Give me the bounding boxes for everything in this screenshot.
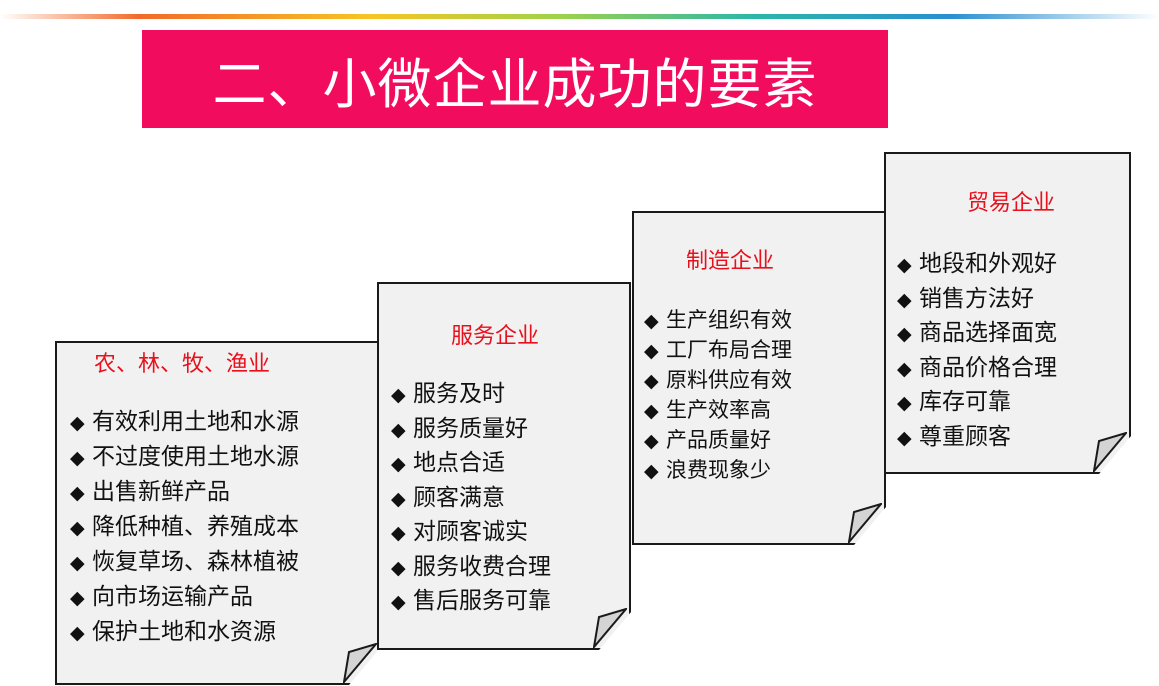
card-heading-manufacturing: 制造企业 — [686, 249, 775, 274]
card-agriculture — [55, 341, 381, 685]
list-item: ◆服务收费合理 — [391, 551, 551, 586]
list-item: ◆商品选择面宽 — [897, 317, 1057, 352]
card-manufacturing — [632, 211, 886, 545]
card-service — [377, 282, 631, 650]
list-item: ◆地点合适 — [391, 447, 551, 482]
list-item: ◆有效利用土地和水源 — [70, 405, 299, 440]
list-item: ◆不过度使用土地水源 — [70, 440, 299, 475]
title-banner: 二、小微企业成功的要素 — [142, 30, 888, 128]
list-item: ◆服务及时 — [391, 378, 551, 413]
list-item: ◆向市场运输产品 — [70, 580, 299, 615]
list-item: ◆库存可靠 — [897, 386, 1057, 421]
card-heading-trade: 贸易企业 — [967, 191, 1056, 216]
list-item: ◆工厂布局合理 — [644, 336, 792, 366]
diamond-bullet-icon: ◆ — [70, 412, 85, 434]
list-item: ◆服务质量好 — [391, 413, 551, 448]
list-item: ◆原料供应有效 — [644, 366, 792, 396]
list-item: ◆出售新鲜产品 — [70, 475, 299, 510]
diamond-bullet-icon: ◆ — [897, 323, 912, 345]
diamond-bullet-icon: ◆ — [391, 487, 406, 510]
card-heading-agriculture: 农、林、牧、渔业 — [94, 352, 271, 377]
diamond-bullet-icon: ◆ — [70, 587, 85, 609]
list-item: ◆地段和外观好 — [897, 248, 1057, 283]
diamond-bullet-icon: ◆ — [70, 447, 85, 469]
diamond-bullet-icon: ◆ — [70, 622, 85, 644]
diamond-bullet-icon: ◆ — [70, 517, 85, 539]
diamond-bullet-icon: ◆ — [897, 392, 912, 414]
diamond-bullet-icon: ◆ — [391, 591, 406, 613]
list-item: ◆恢复草场、森林植被 — [70, 545, 299, 580]
list-item: ◆尊重顾客 — [897, 421, 1057, 456]
diamond-bullet-icon: ◆ — [897, 357, 912, 380]
list-item: ◆产品质量好 — [644, 426, 792, 456]
diamond-bullet-icon: ◆ — [644, 310, 659, 332]
list-item: ◆顾客满意 — [391, 482, 551, 517]
list-item: ◆销售方法好 — [897, 283, 1057, 318]
diamond-bullet-icon: ◆ — [391, 418, 406, 441]
page-fold-icon — [343, 643, 377, 683]
diamond-bullet-icon: ◆ — [897, 254, 912, 276]
diamond-bullet-icon: ◆ — [897, 426, 912, 449]
diamond-bullet-icon: ◆ — [644, 340, 659, 362]
list-item: ◆降低种植、养殖成本 — [70, 510, 299, 545]
diamond-bullet-icon: ◆ — [391, 384, 406, 406]
diamond-bullet-icon: ◆ — [391, 522, 406, 544]
list-item: ◆商品价格合理 — [897, 352, 1057, 387]
list-item: ◆售后服务可靠 — [391, 585, 551, 620]
diamond-bullet-icon: ◆ — [644, 460, 659, 482]
card-trade — [884, 152, 1131, 474]
card-list-manufacturing: ◆生产组织有效 ◆工厂布局合理 ◆原料供应有效 ◆生产效率高 ◆产品质量好 ◆浪… — [644, 306, 792, 486]
diamond-bullet-icon: ◆ — [391, 453, 406, 475]
diamond-bullet-icon: ◆ — [644, 430, 659, 452]
diamond-bullet-icon: ◆ — [644, 400, 659, 422]
diamond-bullet-icon: ◆ — [391, 556, 406, 579]
card-list-trade: ◆地段和外观好 ◆销售方法好 ◆商品选择面宽 ◆商品价格合理 ◆库存可靠 ◆尊重… — [897, 248, 1057, 455]
list-item: ◆浪费现象少 — [644, 456, 792, 486]
card-list-agriculture: ◆有效利用土地和水源 ◆不过度使用土地水源 ◆出售新鲜产品 ◆降低种植、养殖成本… — [70, 405, 299, 650]
diamond-bullet-icon: ◆ — [897, 288, 912, 311]
page-fold-icon — [848, 503, 882, 543]
diamond-bullet-icon: ◆ — [644, 370, 659, 392]
diamond-bullet-icon: ◆ — [70, 552, 85, 574]
slide-title: 二、小微企业成功的要素 — [212, 52, 818, 116]
card-list-service: ◆服务及时 ◆服务质量好 ◆地点合适 ◆顾客满意 ◆对顾客诚实 ◆服务收费合理 … — [391, 378, 551, 620]
list-item: ◆保护土地和水资源 — [70, 615, 299, 650]
page-fold-icon — [1093, 432, 1127, 472]
list-item: ◆生产组织有效 — [644, 306, 792, 336]
decorative-gradient-line — [0, 14, 1159, 19]
page-fold-icon — [593, 608, 627, 648]
card-heading-service: 服务企业 — [451, 324, 540, 349]
diamond-bullet-icon: ◆ — [70, 482, 85, 504]
list-item: ◆生产效率高 — [644, 396, 792, 426]
list-item: ◆对顾客诚实 — [391, 516, 551, 551]
